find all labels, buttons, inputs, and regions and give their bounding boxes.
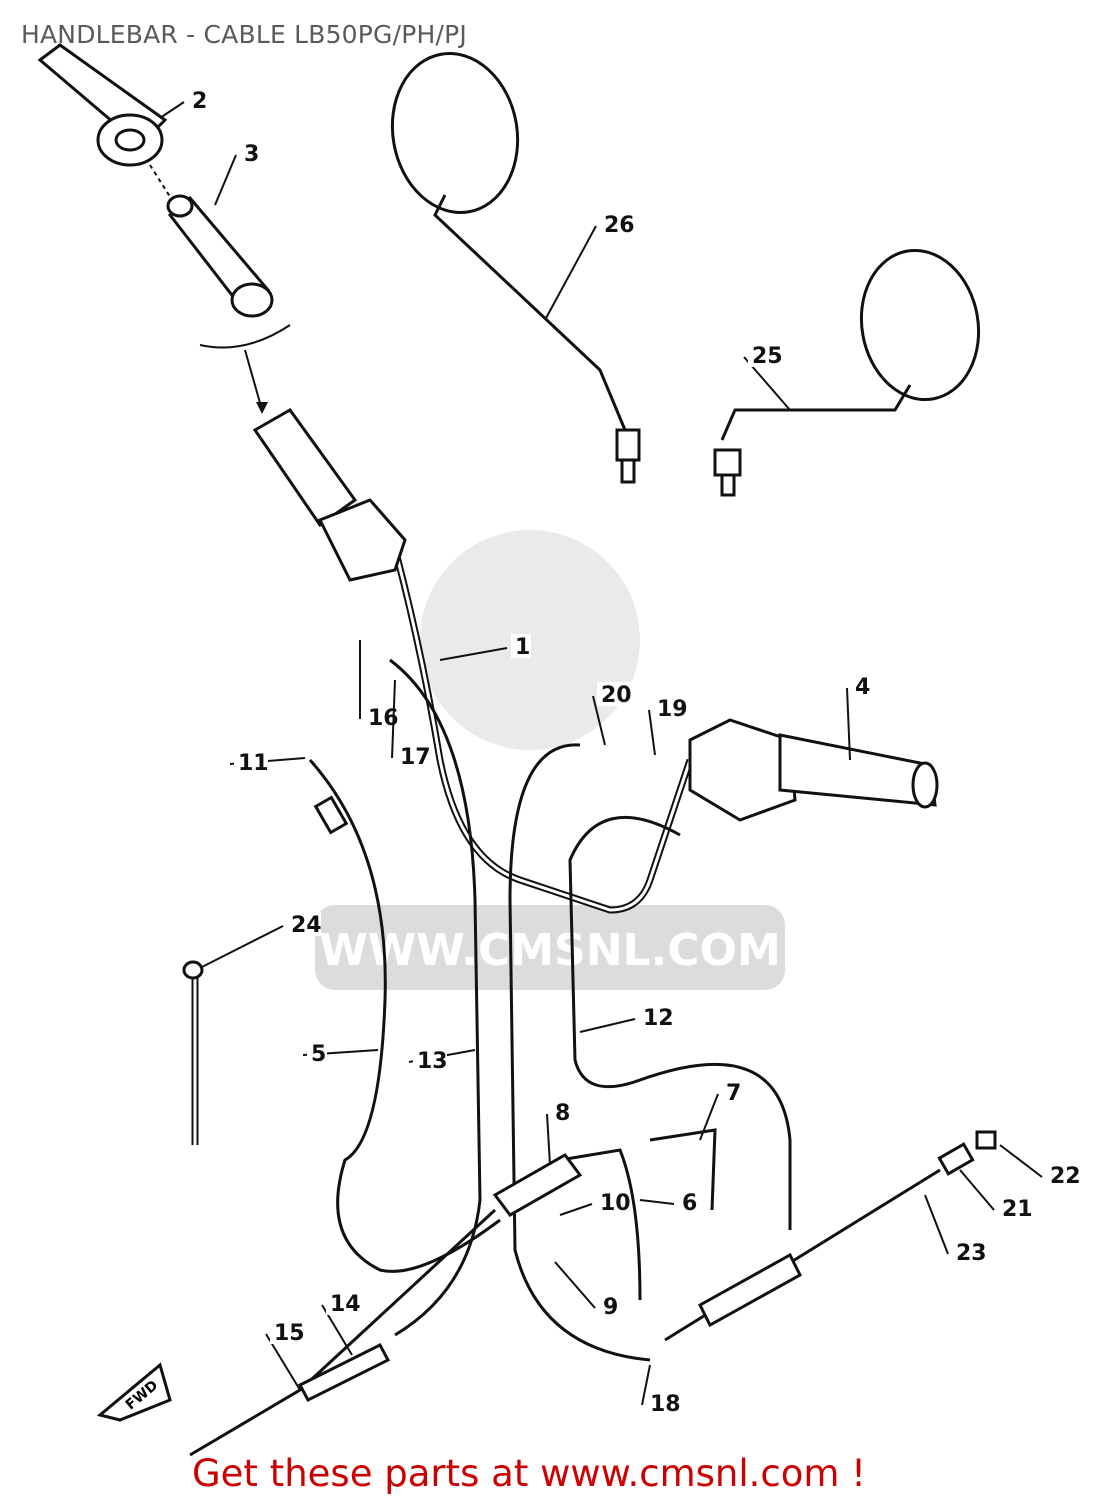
callout-11: 11 — [238, 751, 269, 776]
callout-9: 9 — [603, 1295, 618, 1320]
callout-leader-20 — [592, 695, 606, 746]
callout-10: 10 — [600, 1191, 631, 1216]
callout-leader-8 — [546, 1113, 551, 1166]
footer-link[interactable]: Get these parts at www.cmsnl.com ! — [192, 1452, 867, 1495]
callout-leader-10 — [559, 1203, 593, 1216]
callout-12: 12 — [643, 1006, 674, 1031]
callout-6: 6 — [682, 1191, 697, 1216]
callout-labels: 1234567891011121314151617181920212223242… — [159, 88, 1081, 1417]
fwd-arrow: FWD — [96, 1362, 172, 1422]
callout-20: 20 — [601, 683, 632, 708]
watermark: WWW.CMSNL.COM — [315, 530, 785, 990]
callout-leader-24 — [199, 925, 284, 969]
callout-bg — [396, 744, 430, 768]
page-title: HANDLEBAR - CABLE LB50PG/PH/PJ — [21, 20, 468, 49]
callout-bg — [551, 1100, 571, 1124]
callout-leader-2 — [159, 101, 185, 119]
callout-leader-21 — [959, 1169, 995, 1211]
callout-8: 8 — [555, 1101, 570, 1126]
part-mirror-left — [390, 51, 641, 484]
callout-leader-1 — [439, 647, 508, 661]
callout-leader-26 — [544, 225, 597, 321]
callout-bg — [596, 1190, 630, 1214]
callout-15: 15 — [274, 1321, 305, 1346]
callout-bg — [511, 634, 531, 658]
cables — [182, 658, 997, 1457]
callout-2: 2 — [192, 89, 207, 114]
callout-bg — [952, 1240, 986, 1264]
watermark-text: WWW.CMSNL.COM — [319, 925, 781, 976]
callout-bg — [188, 88, 208, 112]
callout-bg — [597, 682, 631, 706]
callout-leader-23 — [924, 1194, 949, 1255]
callout-1: 1 — [515, 635, 530, 660]
callout-17: 17 — [400, 745, 431, 770]
callout-19: 19 — [657, 697, 688, 722]
callout-22: 22 — [1050, 1164, 1081, 1189]
callout-bg — [722, 1080, 742, 1104]
callout-bg — [998, 1196, 1032, 1220]
part-mirror-right — [713, 248, 981, 497]
callout-3: 3 — [244, 142, 259, 167]
callout-leader-18 — [641, 1364, 651, 1406]
callout-23: 23 — [956, 1241, 987, 1266]
callout-bg — [653, 696, 687, 720]
callout-bg — [234, 750, 268, 774]
callout-26: 26 — [604, 213, 635, 238]
callout-bg — [600, 212, 634, 236]
callout-bg — [678, 1190, 698, 1214]
callout-leader-7 — [699, 1093, 719, 1141]
callout-bg — [307, 1041, 327, 1065]
callout-24: 24 — [291, 913, 322, 938]
callout-bg — [413, 1048, 447, 1072]
callout-leader-3 — [214, 154, 237, 206]
callout-leader-4 — [846, 687, 851, 761]
callout-bg — [599, 1294, 619, 1318]
part-throttle-tube — [149, 164, 274, 318]
callout-5: 5 — [311, 1042, 326, 1067]
callout-14: 14 — [330, 1292, 361, 1317]
callout-4: 4 — [855, 675, 870, 700]
callout-18: 18 — [650, 1392, 681, 1417]
callout-leader-22 — [999, 1144, 1043, 1178]
callout-bg — [1046, 1163, 1080, 1187]
callout-bg — [748, 343, 782, 367]
callout-bg — [240, 141, 260, 165]
callout-bg — [287, 912, 321, 936]
callout-bg — [646, 1391, 680, 1415]
part-handlebar — [252, 408, 939, 914]
callout-leader-12 — [579, 1018, 636, 1033]
callout-leader-6 — [639, 1199, 675, 1205]
callout-bg — [639, 1005, 673, 1029]
callout-21: 21 — [1002, 1197, 1033, 1222]
callout-7: 7 — [726, 1081, 741, 1106]
callout-leader-19 — [648, 709, 656, 756]
callout-bg — [851, 674, 871, 698]
callout-leader-17 — [391, 679, 396, 759]
part-grip-left — [37, 43, 168, 167]
callout-bg — [270, 1320, 304, 1344]
callout-13: 13 — [417, 1049, 448, 1074]
callout-leader-9 — [554, 1261, 596, 1309]
callout-bg — [326, 1291, 360, 1315]
callout-25: 25 — [752, 344, 783, 369]
